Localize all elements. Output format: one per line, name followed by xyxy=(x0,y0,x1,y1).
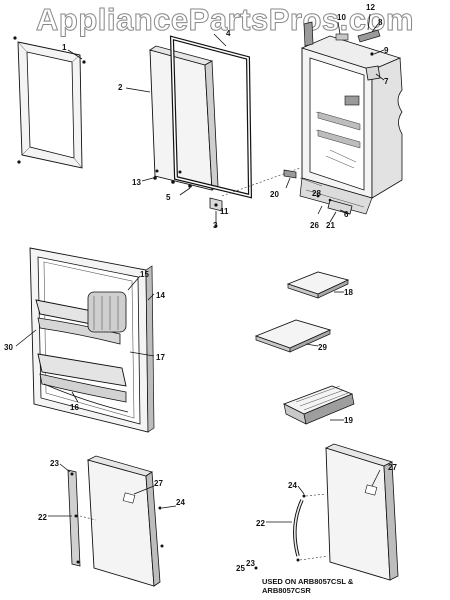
callout-14: 14 xyxy=(156,291,165,300)
callout-13: 13 xyxy=(132,178,141,187)
callout-5: 5 xyxy=(166,193,171,202)
callout-4: 4 xyxy=(226,29,231,38)
part-door-bottom-right xyxy=(254,443,399,581)
callout-27-left: 27 xyxy=(154,479,163,488)
callout-15: 15 xyxy=(140,270,149,279)
callout-25: 25 xyxy=(236,564,245,573)
callout-1: 1 xyxy=(62,43,67,52)
callout-27-right: 27 xyxy=(388,463,397,472)
part-door-frame xyxy=(13,36,86,169)
callout-21: 21 xyxy=(326,221,335,230)
callout-17: 17 xyxy=(156,353,165,362)
callout-18: 18 xyxy=(344,288,353,297)
callout-29: 29 xyxy=(318,343,327,352)
callout-8: 8 xyxy=(378,18,383,27)
callout-24-right: 24 xyxy=(288,481,297,490)
callout-2: 2 xyxy=(118,83,123,92)
callout-7: 7 xyxy=(384,77,389,86)
watermark-text: AppliancePartsPros.com xyxy=(36,2,414,38)
model-usage-note: USED ON ARB8057CSL & ARB8057CSR xyxy=(262,577,392,595)
part-door-bottom-left xyxy=(48,455,177,587)
callout-20: 20 xyxy=(270,190,279,199)
model-usage-note-line-1: USED ON ARB8057CSL & xyxy=(262,577,354,586)
callout-23-right: 23 xyxy=(246,559,255,568)
callout-22-left: 22 xyxy=(38,513,47,522)
part-29-tray xyxy=(254,319,332,353)
part-hinge-bracket xyxy=(209,167,301,228)
part-19-bin xyxy=(282,385,355,425)
part-door-panel xyxy=(125,45,219,191)
part-door-gasket xyxy=(169,33,253,199)
screw-set-13-5 xyxy=(141,169,192,196)
callout-10: 10 xyxy=(337,13,346,22)
callout-28: 28 xyxy=(312,189,321,198)
callout-12: 12 xyxy=(366,3,375,12)
callout-3: 3 xyxy=(213,221,218,230)
callout-16: 16 xyxy=(70,403,79,412)
part-cabinet xyxy=(283,13,403,223)
callout-26: 26 xyxy=(310,221,319,230)
callout-30: 30 xyxy=(4,343,13,352)
model-usage-note-line-2: ARB8057CSR xyxy=(262,586,311,595)
callout-19: 19 xyxy=(344,416,353,425)
part-18-tray xyxy=(286,271,350,299)
callout-6: 6 xyxy=(344,210,349,219)
callout-23-left: 23 xyxy=(50,459,59,468)
callout-9: 9 xyxy=(384,46,389,55)
part-freezer-door-assembly xyxy=(15,247,155,433)
callout-11: 11 xyxy=(220,207,229,216)
callout-22-right: 22 xyxy=(256,519,265,528)
callout-24-left: 24 xyxy=(176,498,185,507)
callout-labels: 1 2 3 4 5 6 7 8 9 10 11 12 13 14 15 16 1… xyxy=(4,3,397,573)
